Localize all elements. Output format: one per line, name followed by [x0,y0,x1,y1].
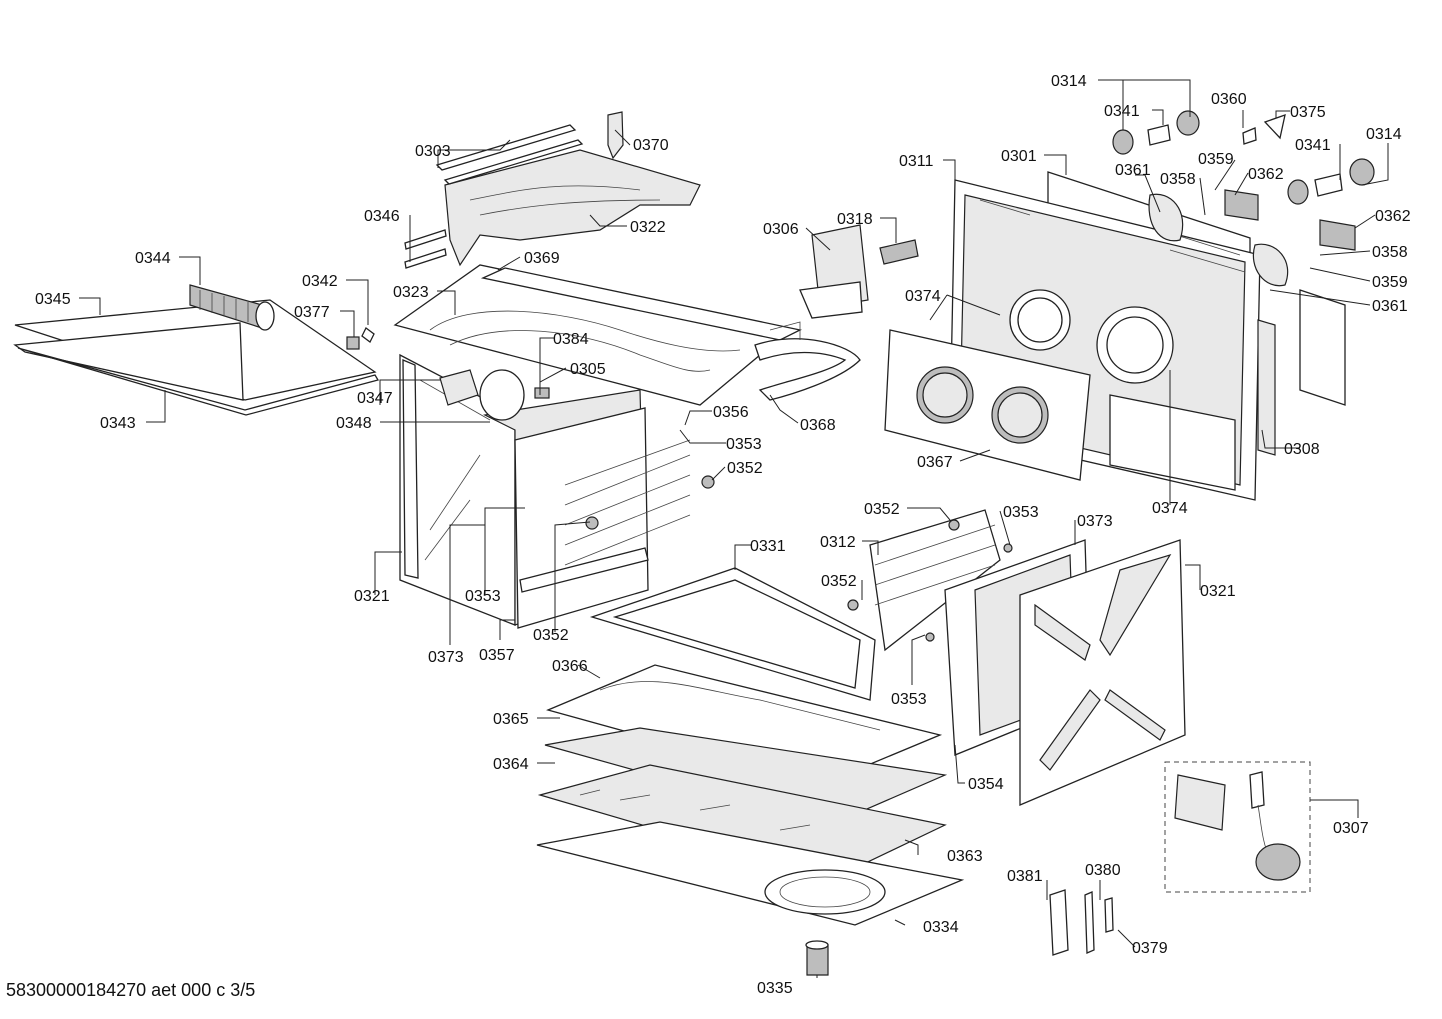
callout-0362: 0362 [1375,208,1411,225]
callout-0347: 0347 [357,390,393,407]
motor-0344 [189,284,275,331]
callout-0341: 0341 [1104,103,1140,120]
callout-0321: 0321 [1200,583,1236,600]
callout-0352: 0352 [821,573,857,590]
bottom-layers [536,664,965,976]
top-insulation-0322 [435,111,701,267]
callout-0342: 0342 [302,273,338,290]
callout-0352: 0352 [727,460,763,477]
door-seal-0331 [589,567,876,701]
clips-0346 [404,229,447,269]
callout-0314: 0314 [1366,126,1402,143]
callout-0373: 0373 [1077,513,1113,530]
callout-0303: 0303 [415,143,451,160]
callout-0368: 0368 [800,417,836,434]
callout-0380: 0380 [1085,862,1121,879]
callout-0359: 0359 [1198,151,1234,168]
document-code: 58300000184270 aet 000 c 3/5 [6,980,256,1000]
callout-0384: 0384 [553,331,589,348]
callout-0356: 0356 [713,404,749,421]
callout-0375: 0375 [1290,104,1326,121]
callout-0367: 0367 [917,454,953,471]
callout-0346: 0346 [364,208,400,225]
callout-0307: 0307 [1333,820,1369,837]
shelf-guide-0312 [847,509,1013,652]
callout-0374: 0374 [905,288,941,305]
callout-0323: 0323 [393,284,429,301]
leader-lines [79,79,1389,978]
callout-0322: 0322 [630,219,666,236]
callout-0361: 0361 [1115,162,1151,179]
callout-0352: 0352 [864,501,900,518]
callout-0363: 0363 [947,848,983,865]
callout-0305: 0305 [570,361,606,378]
callout-labels: 0314 0341 0360 0375 0341 0314 0311 0301 … [35,73,1411,997]
callout-0345: 0345 [35,291,71,308]
callout-0335: 0335 [757,980,793,997]
callout-0354: 0354 [968,776,1004,793]
convection-motors [1112,110,1375,287]
callout-0312: 0312 [820,534,856,551]
top-heater-0323 [393,264,861,406]
callout-0365: 0365 [493,711,529,728]
small-brackets [346,327,375,350]
callout-0353: 0353 [1003,504,1039,521]
callout-0344: 0344 [135,250,171,267]
left-front-frame-0321 [402,359,419,579]
brackets-038x [1049,889,1114,956]
callout-0318: 0318 [837,211,873,228]
callout-0314: 0314 [1051,73,1087,90]
callout-0353: 0353 [891,691,927,708]
fan-0347 [439,369,550,421]
callout-0369: 0369 [524,250,560,267]
callout-0364: 0364 [493,756,529,773]
callout-0357: 0357 [479,647,515,664]
callout-0353: 0353 [726,436,762,453]
callout-0334: 0334 [923,919,959,936]
callout-0370: 0370 [633,137,669,154]
kit-box-0307 [1164,761,1311,893]
callout-0331: 0331 [750,538,786,555]
callout-0306: 0306 [763,221,799,238]
callout-0381: 0381 [1007,868,1043,885]
callout-0308: 0308 [1284,441,1320,458]
callout-0366: 0366 [552,658,588,675]
right-door-assembly [944,539,1186,806]
callout-0374: 0374 [1152,500,1188,517]
side-insulation-0308 [1257,289,1346,456]
side-panel-0343 [13,299,380,416]
callout-0343: 0343 [100,415,136,432]
callout-0301: 0301 [1001,148,1037,165]
callout-0348: 0348 [336,415,372,432]
part-drawings [13,110,1375,976]
callout-0362: 0362 [1248,166,1284,183]
callout-0359: 0359 [1372,274,1408,291]
callout-0358: 0358 [1160,171,1196,188]
callout-0311: 0311 [899,153,934,170]
callout-0341: 0341 [1295,137,1331,154]
callout-0361: 0361 [1372,298,1408,315]
callout-0373: 0373 [428,649,464,666]
callout-0358: 0358 [1372,244,1408,261]
front-plate-0367 [884,329,1091,481]
callout-0321: 0321 [354,588,390,605]
callout-0379: 0379 [1132,940,1168,957]
callout-0352: 0352 [533,627,569,644]
callout-0360: 0360 [1211,91,1247,108]
callout-0353: 0353 [465,588,501,605]
callout-0377: 0377 [294,304,330,321]
